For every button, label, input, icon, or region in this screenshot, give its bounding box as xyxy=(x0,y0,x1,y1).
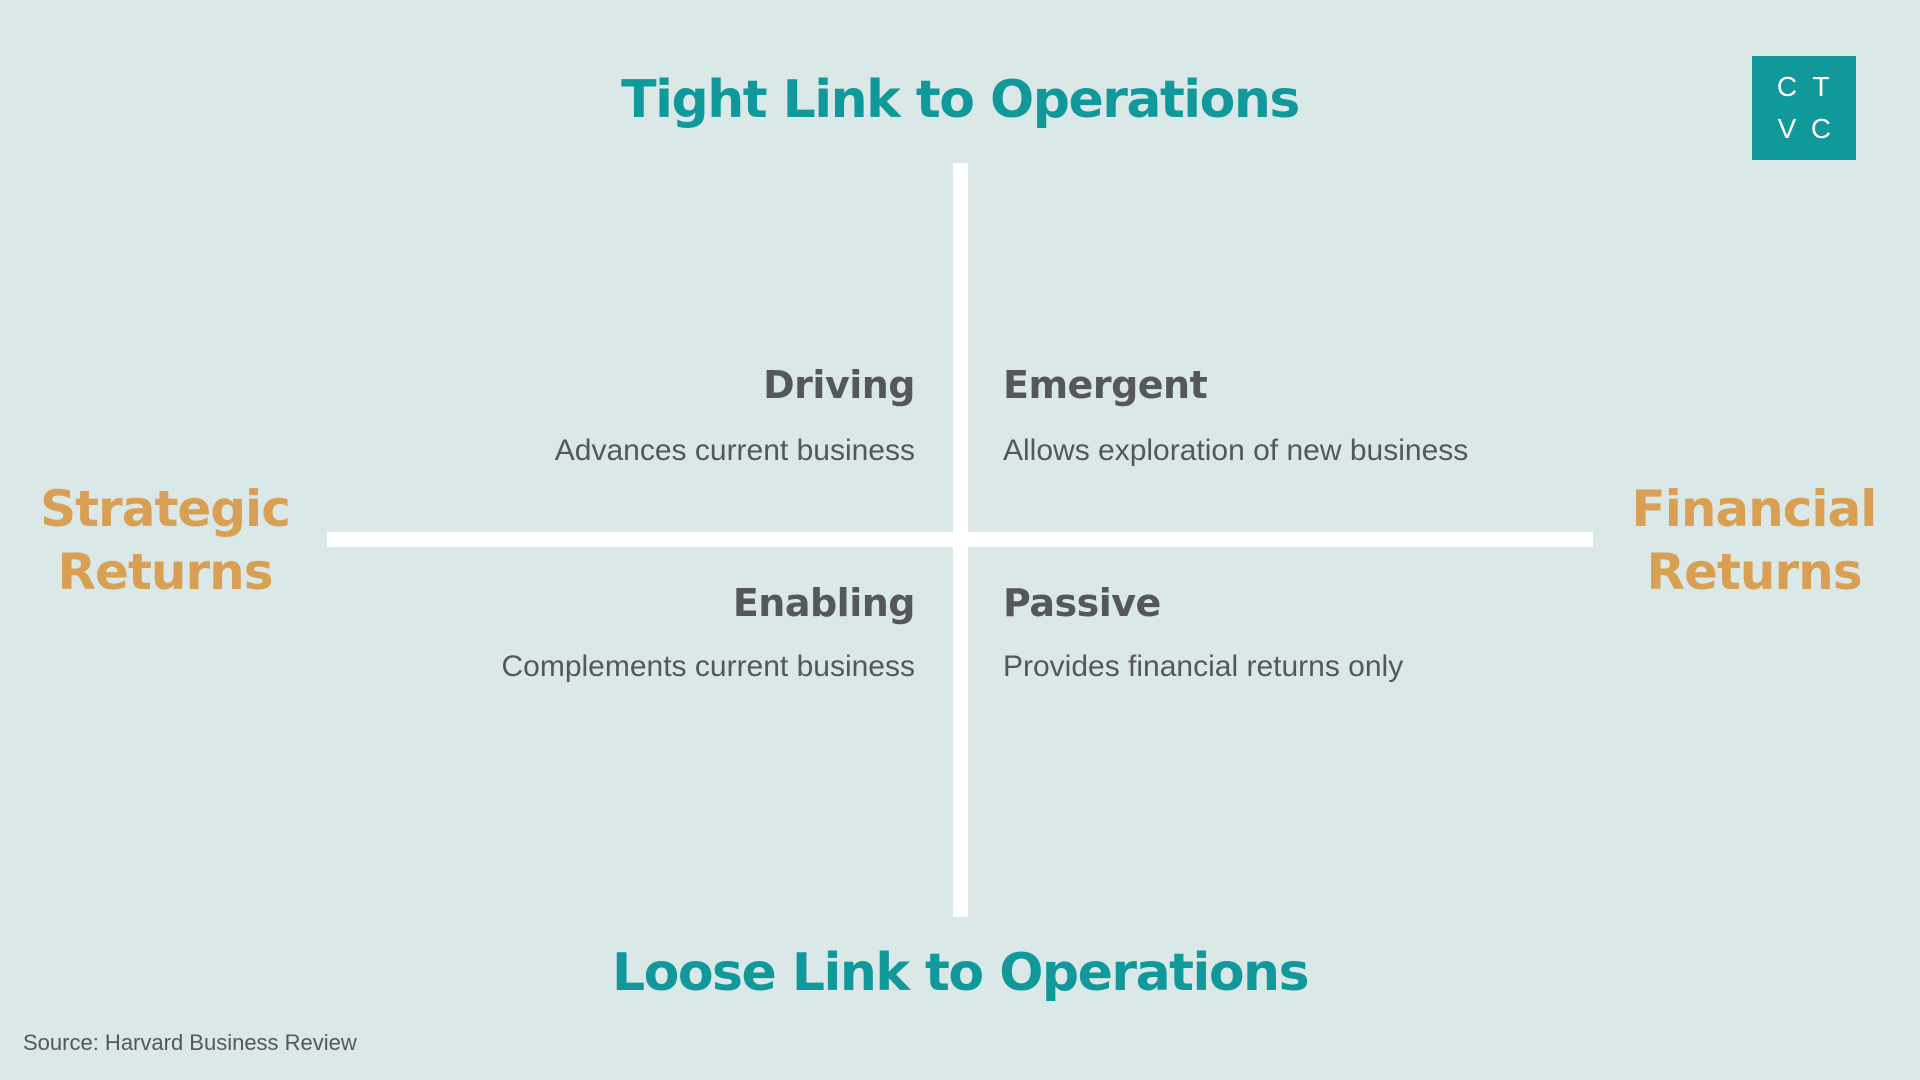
quadrant-description: Provides financial returns only xyxy=(1003,650,1404,683)
logo-letter: T xyxy=(1812,71,1830,102)
logo-letter: C xyxy=(1776,71,1798,102)
top-axis-label: Tight Link to Operations xyxy=(621,70,1300,130)
right-axis-label: Financial Returns xyxy=(1608,478,1900,604)
left-axis-label: Strategic Returns xyxy=(20,478,310,604)
ctvc-logo: C T V C xyxy=(1752,56,1856,160)
bottom-axis-label: Loose Link to Operations xyxy=(611,943,1310,1003)
quadrant-passive: Passive Provides financial returns only xyxy=(1003,584,1403,682)
logo-letter: C xyxy=(1810,113,1832,144)
quadrant-description: Allows exploration of new business xyxy=(1003,434,1469,467)
quadrant-enabling: Enabling Complements current business xyxy=(501,584,915,682)
left-axis-label-line1: Strategic xyxy=(40,480,291,538)
horizontal-axis-line xyxy=(327,532,1593,547)
quadrant-title: Enabling xyxy=(732,581,916,625)
right-axis-label-line2: Returns xyxy=(1646,543,1863,601)
right-axis-label-line1: Financial xyxy=(1631,480,1878,538)
source-note: Source: Harvard Business Review xyxy=(23,1030,357,1055)
quadrant-title: Passive xyxy=(1003,581,1161,625)
quadrant-description: Advances current business xyxy=(554,434,915,467)
quadrant-title: Driving xyxy=(763,363,915,407)
left-axis-label-line2: Returns xyxy=(57,543,274,601)
quadrant-title: Emergent xyxy=(1003,363,1208,407)
quadrant-description: Complements current business xyxy=(501,650,915,683)
quadrant-driving: Driving Advances current business xyxy=(554,363,916,467)
quadrant-emergent: Emergent Allows exploration of new busin… xyxy=(1003,366,1468,466)
logo-letter: V xyxy=(1777,113,1797,144)
